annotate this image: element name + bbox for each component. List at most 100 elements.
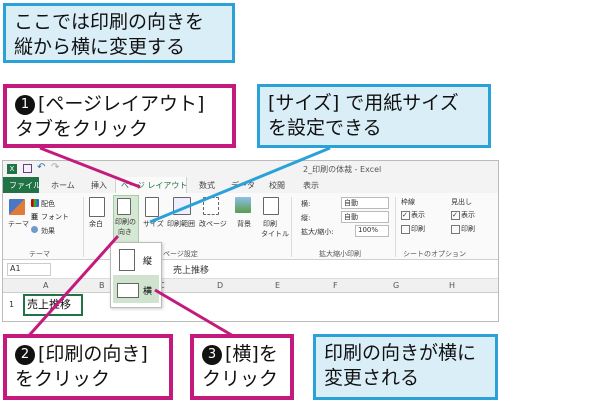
print-area-label: 印刷範囲 bbox=[167, 220, 195, 228]
sheet-options-group-label: シートのオプション bbox=[403, 250, 466, 258]
save-icon[interactable] bbox=[23, 164, 32, 173]
orientation-label-2: 向き bbox=[118, 228, 132, 236]
fonts-label[interactable]: フォント bbox=[41, 213, 69, 221]
step3-number: 3 bbox=[202, 345, 222, 365]
tab-insert[interactable]: 挿入 bbox=[91, 181, 107, 190]
width-label: 横: bbox=[301, 200, 311, 208]
breaks-icon[interactable] bbox=[203, 197, 219, 215]
intro-line-2: 縦から横に変更する bbox=[14, 36, 186, 58]
orientation-icon bbox=[117, 198, 131, 215]
headings-view-checkbox[interactable]: ✓ bbox=[451, 211, 460, 220]
row-1: 1 売上推移 bbox=[3, 292, 498, 321]
height-select[interactable]: 自動 bbox=[341, 211, 389, 223]
margins-icon[interactable] bbox=[89, 197, 105, 217]
step2-callout: 2[印刷の向き] をクリック bbox=[3, 334, 173, 400]
separator bbox=[395, 197, 396, 257]
step3-line-1: [横]を bbox=[225, 343, 278, 365]
theme-group-label: テーマ bbox=[29, 250, 50, 258]
row-number[interactable]: 1 bbox=[9, 300, 15, 309]
tab-review[interactable]: 校閲 bbox=[269, 181, 285, 190]
portrait-icon bbox=[119, 249, 135, 271]
tab-view[interactable]: 表示 bbox=[303, 181, 319, 190]
column-h[interactable]: H bbox=[449, 281, 456, 290]
size-icon[interactable] bbox=[145, 197, 159, 217]
result-line-1: 印刷の向きが横に bbox=[324, 342, 477, 364]
scale-label: 拡大/縮小: bbox=[301, 228, 334, 236]
step2-number: 2 bbox=[15, 345, 35, 365]
print-titles-icon[interactable] bbox=[263, 197, 279, 215]
title-bar: X ↶ ↷ 2_印刷の体裁 - Excel bbox=[3, 161, 498, 177]
gridlines-view-checkbox[interactable]: ✓ bbox=[401, 211, 410, 220]
portrait-option[interactable]: 縦 bbox=[113, 245, 159, 273]
excel-window: X ↶ ↷ 2_印刷の体裁 - Excel ファイル ホーム 挿入 ページ レイ… bbox=[2, 160, 499, 322]
colors-label[interactable]: 配色 bbox=[41, 200, 55, 208]
landscape-icon bbox=[117, 283, 139, 298]
theme-icon[interactable] bbox=[9, 199, 25, 215]
column-g[interactable]: G bbox=[393, 281, 400, 290]
orientation-label-1: 印刷の bbox=[115, 218, 136, 226]
headings-label: 見出し bbox=[451, 198, 472, 206]
gridlines-print-checkbox[interactable] bbox=[401, 225, 410, 234]
intro-line-1: ここでは印刷の向きを bbox=[14, 11, 205, 33]
redo-icon[interactable]: ↷ bbox=[51, 162, 60, 173]
step1-line-1: [ページレイアウト] bbox=[38, 93, 205, 115]
fonts-icon[interactable]: 亜 bbox=[31, 213, 38, 221]
print-titles-label-1: 印刷 bbox=[263, 220, 277, 228]
separator bbox=[83, 197, 84, 257]
window-title: 2_印刷の体裁 - Excel bbox=[303, 165, 382, 174]
column-a[interactable]: A bbox=[43, 281, 49, 290]
step2-line-1: [印刷の向き] bbox=[38, 343, 148, 365]
ribbon: テーマ 配色 亜 フォント 効果 テーマ 余白 印刷の 向き サイズ 印刷範囲 … bbox=[3, 193, 498, 260]
background-icon[interactable] bbox=[235, 197, 251, 213]
tab-home[interactable]: ホーム bbox=[51, 181, 75, 190]
landscape-label: 横 bbox=[143, 287, 153, 297]
size-label: サイズ bbox=[143, 220, 164, 228]
background-label: 背景 bbox=[237, 220, 251, 228]
step2-line-2: をクリック bbox=[15, 368, 111, 390]
tab-formulas[interactable]: 数式 bbox=[199, 181, 215, 190]
tab-data[interactable]: データ bbox=[231, 181, 255, 190]
tab-page-layout-label: ページ レイアウト bbox=[121, 181, 188, 190]
name-box[interactable]: A1 bbox=[7, 263, 51, 276]
column-d[interactable]: D bbox=[217, 281, 224, 290]
column-f[interactable]: F bbox=[333, 281, 338, 290]
margins-label: 余白 bbox=[89, 220, 103, 228]
step3-callout: 3[横]を クリック bbox=[190, 334, 294, 400]
print-area-icon[interactable] bbox=[173, 197, 191, 215]
formula-input[interactable]: 売上推移 bbox=[173, 266, 210, 276]
height-label: 縦: bbox=[301, 214, 311, 222]
breaks-label: 改ページ bbox=[199, 220, 227, 228]
gridlines-print-label: 印刷 bbox=[411, 225, 425, 233]
step1-number: 1 bbox=[15, 95, 35, 115]
theme-label: テーマ bbox=[8, 220, 29, 228]
excel-logo-icon: X bbox=[7, 164, 17, 174]
width-select[interactable]: 自動 bbox=[341, 197, 389, 209]
tab-file[interactable] bbox=[3, 177, 39, 193]
ribbon-tabs: ファイル ホーム 挿入 ページ レイアウト 数式 データ 校閲 表示 bbox=[3, 177, 498, 194]
page-setup-group-label: ページ設定 bbox=[163, 250, 198, 258]
cell-a1[interactable]: 売上推移 bbox=[23, 294, 83, 316]
column-e[interactable]: E bbox=[275, 281, 281, 290]
result-callout: 印刷の向きが横に 変更される bbox=[313, 334, 498, 400]
effects-icon[interactable] bbox=[31, 226, 38, 233]
formula-bar: A1 売上推移 bbox=[3, 260, 498, 279]
print-titles-label-2: タイトル bbox=[261, 230, 289, 238]
headings-print-label: 印刷 bbox=[461, 225, 475, 233]
scale-input[interactable]: 100% bbox=[355, 225, 389, 237]
step1-callout: 1[ページレイアウト] タブをクリック bbox=[3, 84, 236, 148]
step3-line-2: クリック bbox=[202, 368, 279, 390]
step1-line-2: タブをクリック bbox=[15, 118, 149, 140]
landscape-option[interactable]: 横 bbox=[113, 275, 159, 303]
effects-label[interactable]: 効果 bbox=[41, 227, 55, 235]
size-line-2: を設定できる bbox=[268, 117, 382, 139]
colors-icon[interactable] bbox=[31, 199, 39, 207]
orientation-menu: 縦 横 bbox=[110, 242, 162, 308]
headings-print-checkbox[interactable] bbox=[451, 225, 460, 234]
headings-view-label: 表示 bbox=[461, 211, 475, 219]
column-b[interactable]: B bbox=[99, 281, 105, 290]
undo-icon[interactable]: ↶ bbox=[37, 162, 46, 173]
gridlines-view-label: 表示 bbox=[411, 211, 425, 219]
portrait-label: 縦 bbox=[143, 257, 153, 267]
intro-callout: ここでは印刷の向きを 縦から横に変更する bbox=[3, 3, 235, 63]
gridlines-label: 枠線 bbox=[401, 198, 415, 206]
